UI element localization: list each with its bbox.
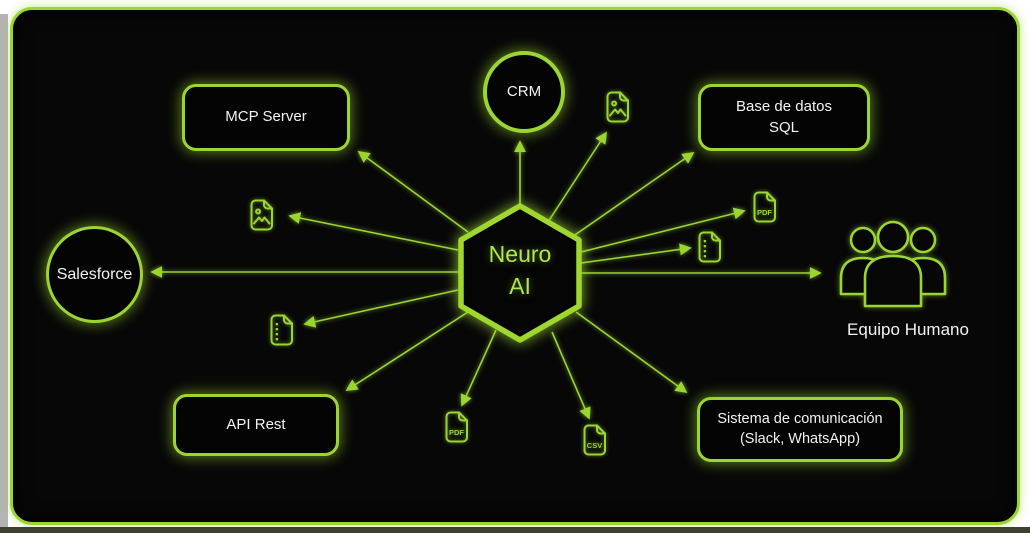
- file-archive-icon: [270, 314, 293, 346]
- pdf-badge-text: PDF: [757, 208, 772, 217]
- sql-db-label-line2: SQL: [768, 118, 799, 136]
- comunicacion-label-line2: (Slack, WhatsApp): [739, 430, 861, 447]
- neuro-ai-label-line1: Neuro: [488, 241, 552, 267]
- sql-db-label-line1: Base de datos: [736, 98, 832, 116]
- crm-label: CRM: [506, 82, 542, 100]
- window-left-edge: [0, 14, 8, 533]
- node-crm: CRM: [483, 51, 565, 133]
- comunicacion-label-line1: Sistema de comunicación: [717, 410, 883, 427]
- salesforce-label: Salesforce: [56, 265, 133, 283]
- mcp-server-label: MCP Server: [225, 108, 307, 126]
- file-pdf-icon: PDF: [753, 191, 776, 223]
- window-bottom-edge: [0, 527, 1030, 533]
- node-salesforce: Salesforce: [46, 226, 143, 323]
- file-archive-icon: [698, 231, 721, 263]
- file-image-icon: [250, 199, 273, 231]
- node-api-rest: API Rest: [173, 394, 339, 456]
- csv-badge-text: CSV: [587, 441, 602, 450]
- api-rest-label: API Rest: [226, 415, 286, 433]
- file-pdf-icon: PDF: [445, 411, 468, 443]
- neuro-ai-label: Neuro AI: [460, 238, 580, 302]
- file-image-icon: [606, 91, 629, 123]
- node-mcp-server: MCP Server: [182, 84, 350, 151]
- node-comunicacion: Sistema de comunicación (Slack, WhatsApp…: [697, 397, 903, 462]
- file-csv-icon: CSV: [583, 424, 606, 456]
- neuro-ai-label-line2: AI: [509, 273, 531, 300]
- equipo-humano-label: Equipo Humano: [847, 320, 969, 339]
- node-sql-database: Base de datos SQL: [698, 84, 870, 151]
- team-icon: [839, 220, 947, 308]
- pdf-badge-text: PDF: [449, 428, 464, 437]
